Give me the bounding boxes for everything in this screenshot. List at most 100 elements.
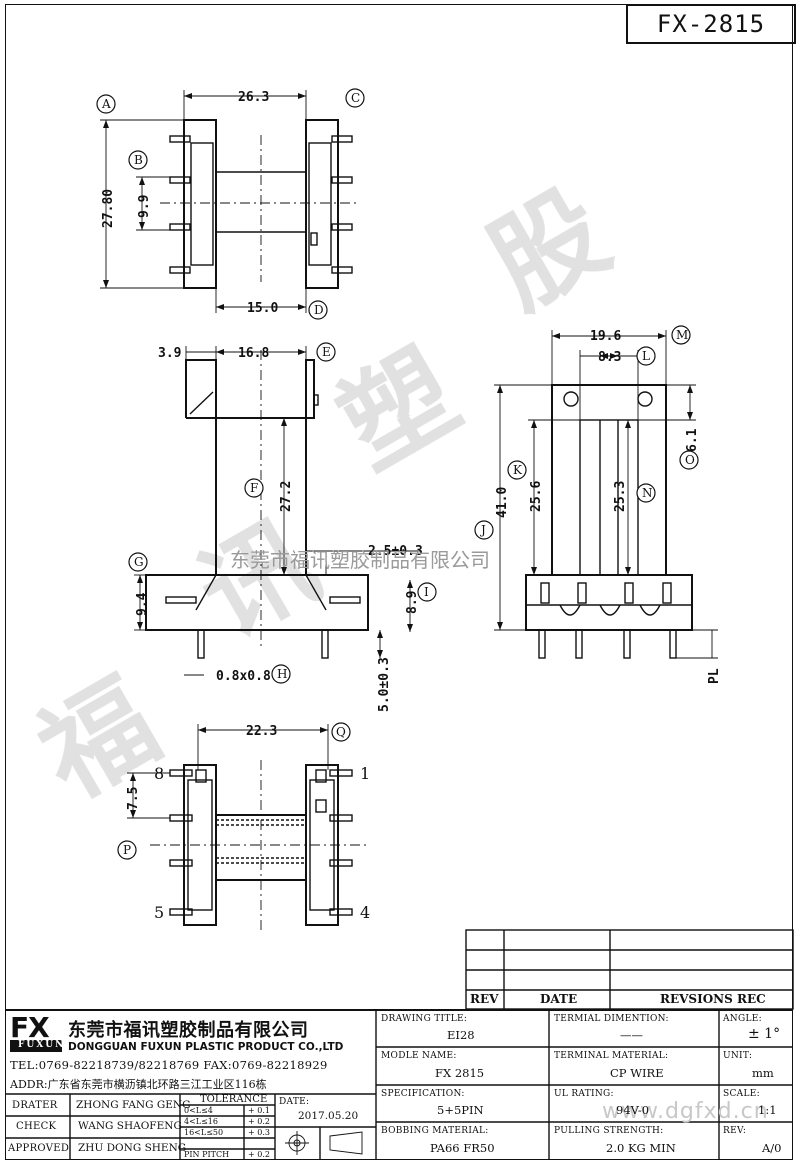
- date-value: 2017.05.20: [298, 1110, 359, 1122]
- rec-col-header: REVSIONS REC: [660, 992, 766, 1006]
- sheet-border: [5, 4, 793, 1160]
- bubble-g: G: [134, 555, 144, 569]
- model-name: FX 2815: [435, 1066, 485, 1080]
- watermark-company: 东莞市福讯塑胶制品有限公司: [230, 548, 490, 572]
- dim-height: 27.80: [101, 189, 116, 228]
- term-mat-label: TERMINAL MATERIAL:: [554, 1051, 669, 1061]
- dim-pin: 0.8x0.8: [216, 669, 271, 684]
- company-name-cn: 东莞市福讯塑胶制品有限公司: [68, 1020, 309, 1041]
- company-name-en: DONGGUAN FUXUN PLASTIC PRODUCT CO.,LTD: [68, 1041, 344, 1053]
- spec-label: SPECIFICATION:: [381, 1089, 465, 1099]
- tol-3: 16<L≤50: [184, 1128, 224, 1137]
- ul-label: UL RATING:: [554, 1089, 614, 1099]
- date-col-header: DATE: [540, 992, 578, 1006]
- front-view: 3.9 16.8 27.2 2.5±0.3 9.4 8.9 0.8x0.8: [128, 342, 437, 712]
- approved-name: ZHU DONG SHENG: [78, 1142, 187, 1154]
- dim-base: 9.4: [135, 592, 150, 616]
- bubble-q: Q: [336, 725, 346, 739]
- bubble-f: F: [250, 481, 258, 495]
- dim-pin-len: 5.0±0.3: [377, 657, 392, 712]
- pin-1: 1: [360, 764, 370, 783]
- company-addr: ADDR:广东省东莞市横沥镇北环路三江工业区116栋: [10, 1078, 267, 1091]
- rev-value: A/0: [762, 1141, 782, 1155]
- bubble-p: P: [123, 843, 131, 857]
- tol-2: 4<L≤16: [184, 1117, 218, 1126]
- scale-label: SCALE:: [723, 1089, 760, 1099]
- tol-1: 0<L≤4: [184, 1106, 213, 1115]
- bubble-h: H: [277, 667, 287, 681]
- dim-pitch: 9.9: [137, 195, 152, 218]
- svg-text:讯: 讯: [179, 496, 339, 663]
- drater-label: DRATER: [12, 1100, 58, 1111]
- bubble-c: C: [351, 91, 360, 105]
- tol-4: PIN PITCH: [184, 1150, 230, 1159]
- pin-4: 4: [360, 903, 370, 922]
- drawing-title-label: DRAWING TITLE:: [381, 1014, 468, 1024]
- svg-text:塑: 塑: [319, 326, 479, 493]
- side-view: 19.6 8.3 6.1 41.0 25.6: [474, 325, 722, 684]
- dim-front-width: 16.8: [238, 346, 269, 361]
- bubble-a: A: [101, 97, 111, 111]
- check-label: CHECK: [16, 1121, 57, 1132]
- dim-bottom-pitch: 7.5: [126, 787, 141, 810]
- bobbin-material: PA66 FR50: [430, 1141, 495, 1155]
- pull-strength: 2.0 KG MIN: [606, 1141, 676, 1155]
- watermark-site: www.dgfxd.cn: [602, 1099, 769, 1124]
- dim-pl: PL: [707, 668, 722, 684]
- dim-flange: 3.9: [158, 346, 181, 361]
- dim-side-width: 19.6: [590, 329, 621, 344]
- dim-bottom: 15.0: [247, 301, 278, 316]
- tolerance-label: TOLERANCE: [200, 1094, 268, 1105]
- dim-total: 41.0: [495, 487, 510, 518]
- check-name: WANG SHAOFENG: [78, 1120, 182, 1132]
- bubble-e: E: [322, 345, 331, 359]
- bubble-i: I: [424, 585, 429, 599]
- angle-value: ± 1°: [748, 1026, 781, 1042]
- approved-label: APPROVED: [8, 1143, 70, 1154]
- unit-label: UNIT:: [723, 1051, 753, 1061]
- dim-inner: 8.3: [598, 350, 621, 365]
- svg-text:福: 福: [18, 656, 179, 823]
- dim-side-top: 6.1: [685, 428, 700, 452]
- title-block-grid: [5, 1009, 793, 1160]
- scale-value: 1:1: [758, 1103, 777, 1117]
- term-dim: ——: [620, 1028, 643, 1042]
- bubble-d: D: [314, 303, 324, 317]
- rev-label: REV:: [723, 1126, 747, 1136]
- date-label: DATE:: [279, 1097, 310, 1107]
- dim-bottom-width: 22.3: [246, 724, 277, 739]
- term-dim-label: TERMIAL DIMENTION:: [554, 1014, 669, 1024]
- tol-4-value: + 0.2: [248, 1150, 270, 1159]
- pin-8: 8: [154, 764, 164, 783]
- bubble-o: O: [685, 453, 695, 467]
- bubble-n: N: [642, 486, 653, 500]
- dim-n: 25.3: [613, 481, 628, 512]
- bubble-j: J: [479, 523, 486, 537]
- svg-text:股: 股: [469, 166, 629, 333]
- dim-wall: 2.5±0.3: [368, 544, 423, 559]
- tol-2-value: + 0.2: [248, 1117, 270, 1126]
- bubble-l: L: [642, 349, 650, 363]
- pin-5: 5: [154, 903, 164, 922]
- pull-label: PULLING STRENGTH:: [554, 1126, 664, 1136]
- ul-rating: 94V-0: [616, 1103, 650, 1117]
- part-number: FX-2815: [656, 10, 766, 38]
- dim-base2: 8.9: [405, 591, 420, 614]
- bubble-b: B: [134, 153, 143, 167]
- specification: 5+5PIN: [437, 1103, 484, 1117]
- angle-label: ANGLE:: [723, 1014, 762, 1024]
- rev-col-header: REV: [470, 992, 499, 1006]
- tol-3-value: + 0.3: [248, 1128, 270, 1137]
- term-mat: CP WIRE: [610, 1066, 664, 1080]
- bobbin-label: BOBBING MATERIAL:: [381, 1126, 489, 1136]
- bubble-m: M: [676, 328, 688, 342]
- company-logo: FX: [10, 1011, 50, 1044]
- dim-width: 26.3: [238, 90, 269, 105]
- company-logo-sub: FUXUN: [18, 1040, 66, 1050]
- bubble-k: K: [513, 463, 523, 477]
- tol-1-value: + 0.1: [248, 1106, 270, 1115]
- drawing-title: EI28: [447, 1028, 475, 1042]
- dim-k: 25.6: [529, 481, 544, 512]
